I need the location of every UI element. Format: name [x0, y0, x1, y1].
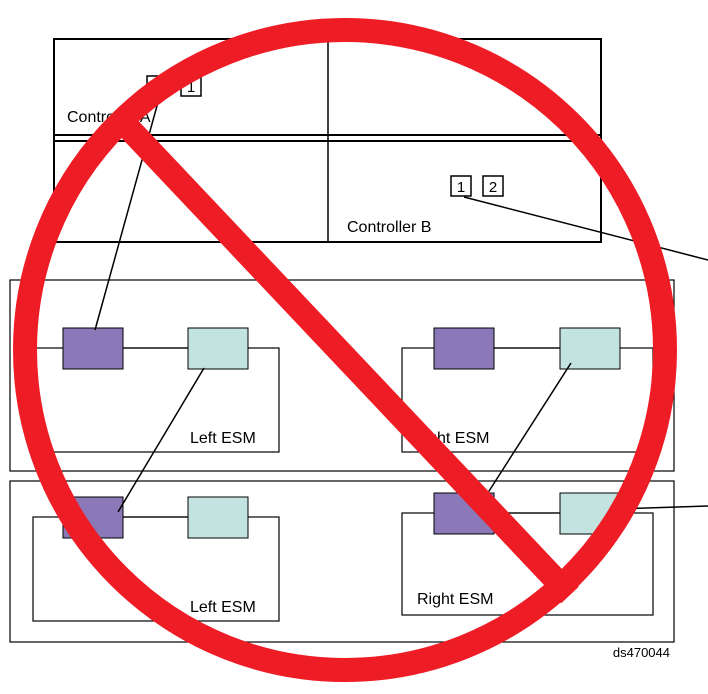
figure-id: ds470044 — [613, 645, 670, 660]
controller-a-port-1-label: 1 — [187, 79, 195, 96]
esm-internal-lines — [123, 347, 560, 518]
cable-upper-right-to-lower-right-esm[interactable] — [481, 362, 572, 503]
controller-b-port-2[interactable] — [482, 175, 504, 197]
upper-enclosure-frame — [9, 279, 675, 472]
controller-b: 1 2 Controller B — [347, 175, 504, 236]
upper-left-esm-out-port[interactable] — [187, 327, 249, 370]
prohibition-circle — [13, 18, 677, 682]
lower-enclosure-frame — [9, 480, 675, 643]
upper-right-esm-in-port[interactable] — [433, 327, 495, 370]
upper-drive-enclosure: Left ESM Right ESM — [9, 279, 675, 472]
upper-left-esm-label: Left ESM — [190, 430, 256, 447]
lower-left-esm-out-port[interactable] — [187, 496, 249, 539]
controller-b-port-2-label: 2 — [489, 179, 497, 196]
controller-b-port-1-label: 1 — [457, 179, 465, 196]
controller-b-port-1[interactable] — [450, 175, 472, 197]
cable-upper-left-to-lower-left-esm[interactable] — [117, 367, 205, 513]
prohibition-slash — [113, 112, 579, 604]
upper-right-esm-out-port[interactable] — [559, 327, 621, 370]
upper-left-esm-in-port[interactable] — [62, 327, 124, 370]
cable-controller-b-to-offpage[interactable] — [463, 196, 708, 261]
no-symbol-icon — [13, 18, 677, 682]
lower-left-esm-label: Left ESM — [190, 599, 256, 616]
lower-right-esm-label: Right ESM — [417, 591, 493, 608]
controller-b-label: Controller B — [347, 219, 431, 236]
